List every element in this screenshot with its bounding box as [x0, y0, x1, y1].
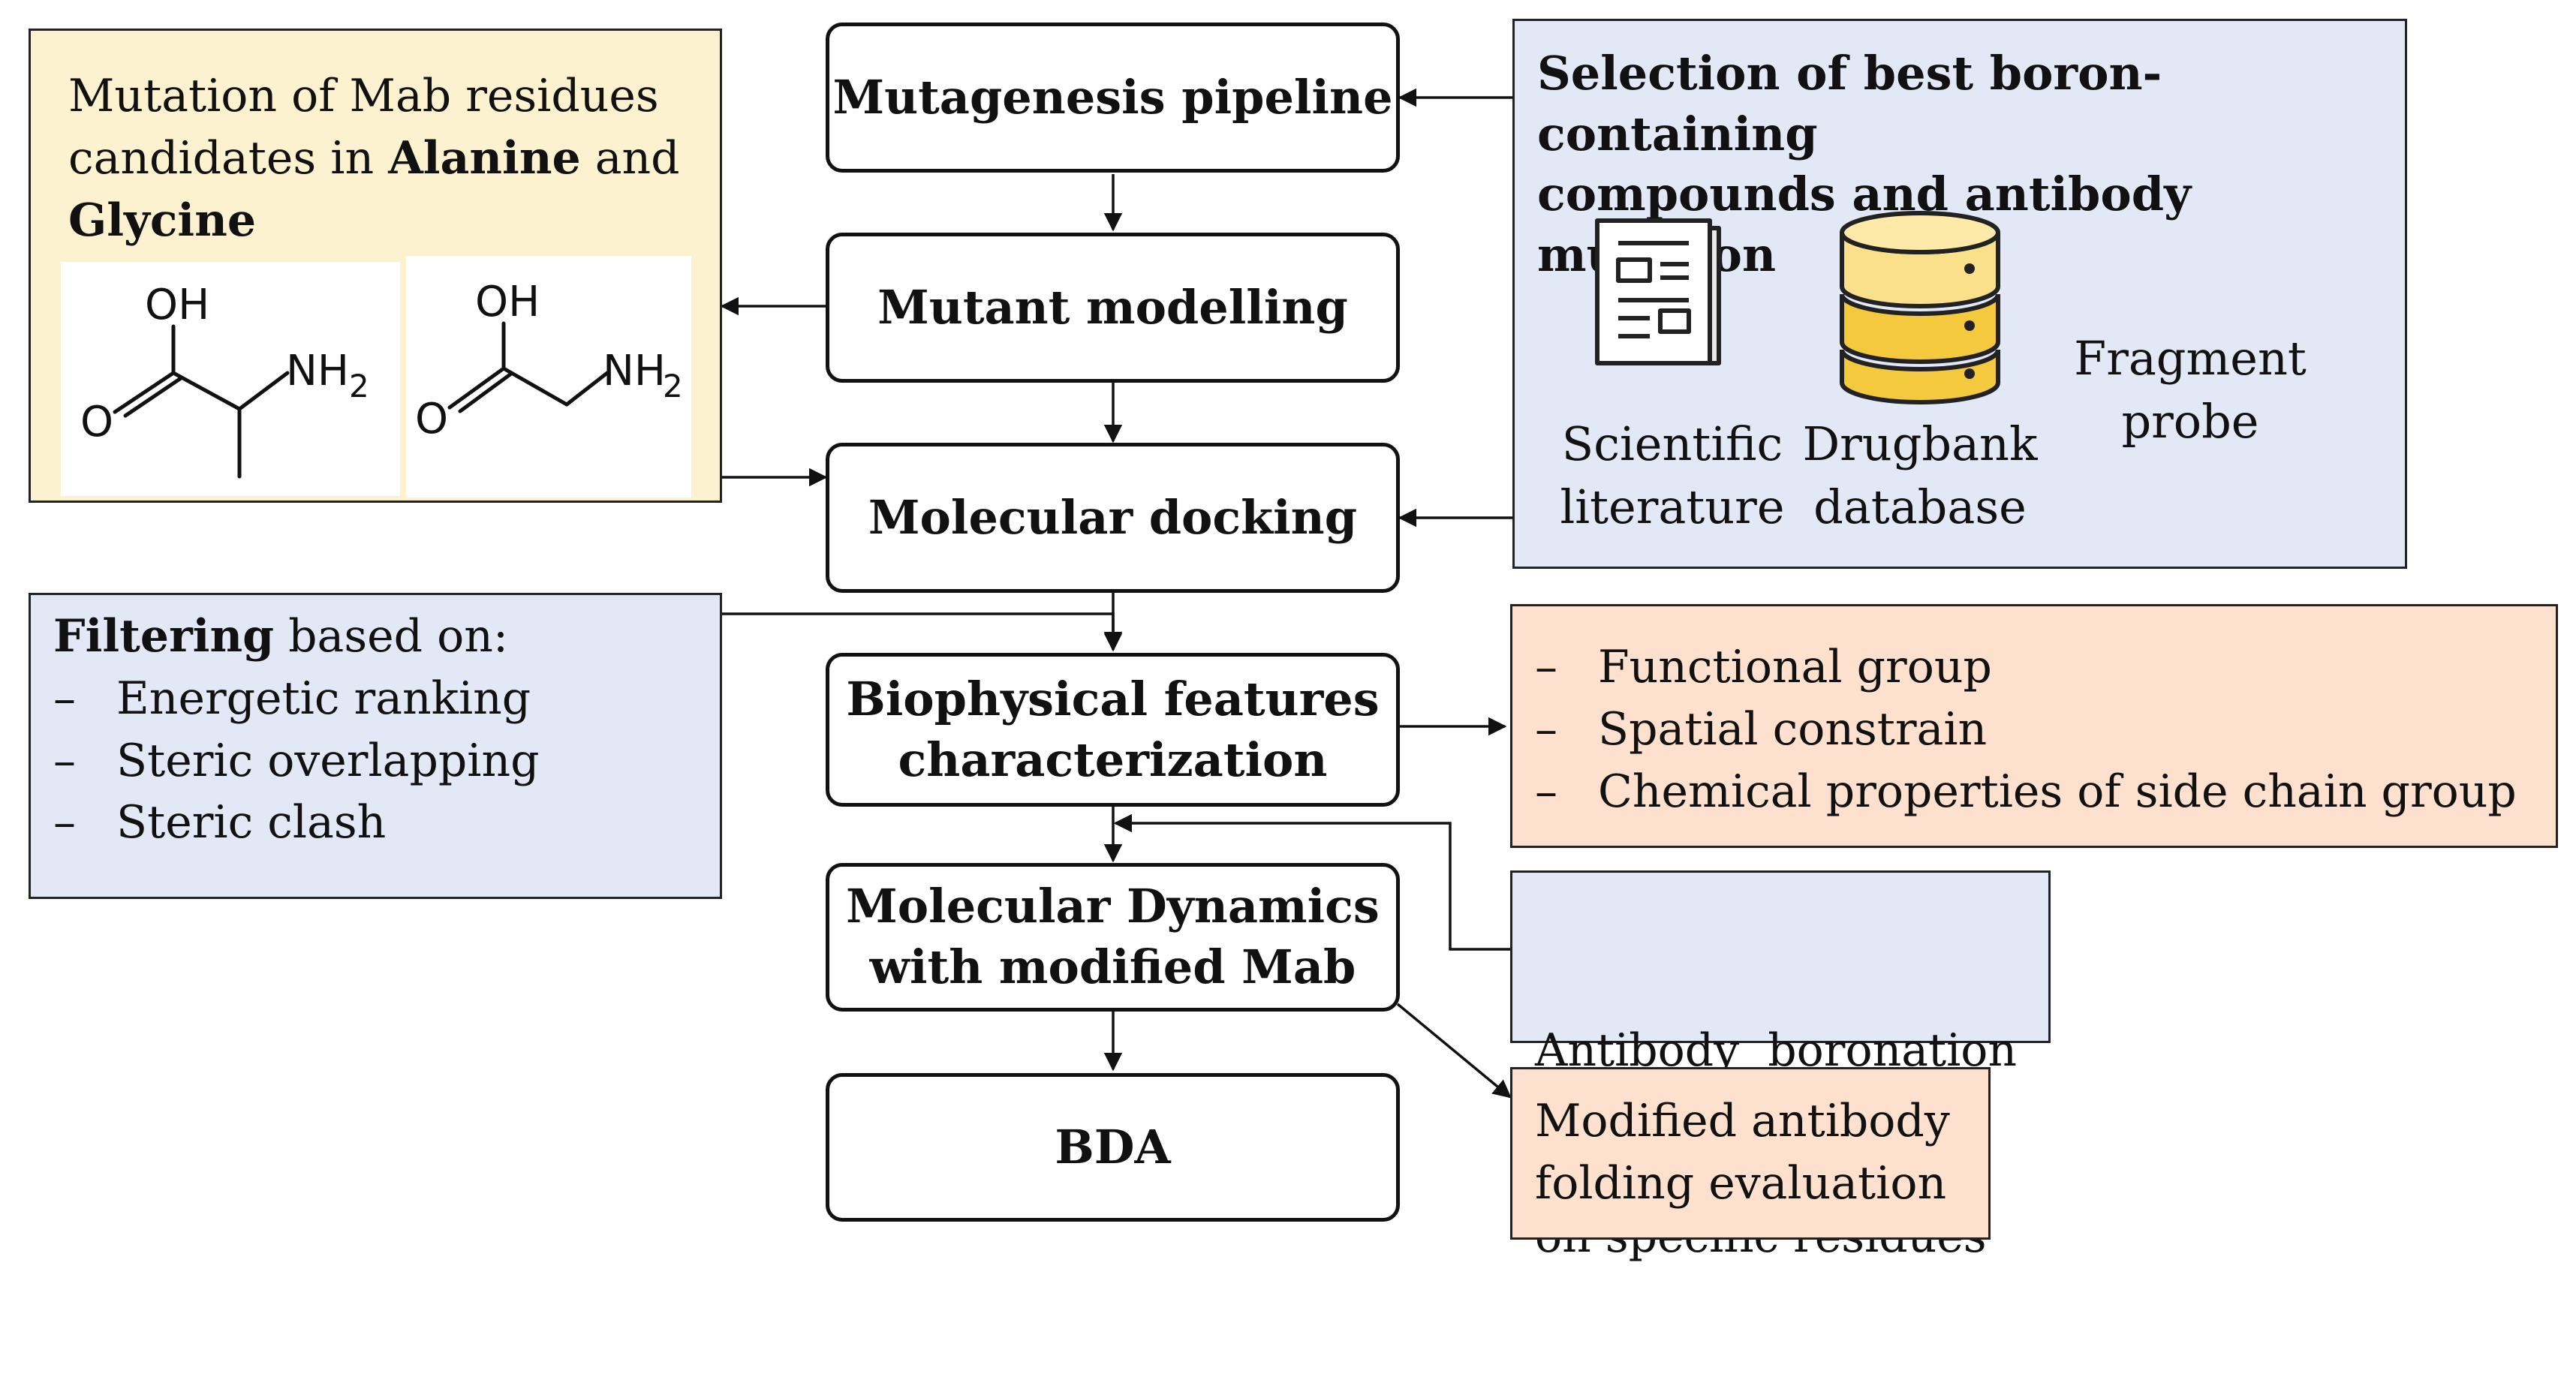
glycine-oh: OH	[475, 278, 540, 326]
mutation-box: Mutation of Mab residues candidates in A…	[29, 29, 722, 503]
glycine-structure: OH O NH 2	[406, 256, 691, 498]
alanine-nh: NH	[286, 347, 349, 395]
step-label: Mutant modelling	[877, 279, 1348, 335]
step-label-line1: Biophysical features	[846, 671, 1380, 726]
alanine-label: Alanine	[388, 131, 581, 185]
alanine-structure: OH O NH 2	[61, 262, 400, 496]
arrow-boronation-feedback	[1113, 813, 1510, 951]
features-list: Functional group Spatial constrain Chemi…	[1535, 636, 2556, 822]
svg-text:O: O	[80, 398, 113, 446]
step-label: BDA	[1055, 1119, 1171, 1174]
literature-label-line2: literature	[1560, 479, 1785, 534]
database-icon	[1840, 211, 2000, 404]
step-label-line2: characterization	[898, 732, 1328, 787]
step-label: Molecular docking	[868, 489, 1358, 545]
glycine-nh: NH	[603, 347, 666, 395]
boronation-box: Antibody boronation on specific residues	[1510, 870, 2051, 1263]
fragment-label-line2: probe	[2121, 393, 2259, 449]
filtering-list: Energetic ranking Steric overlapping Ste…	[53, 668, 714, 854]
list-item: Steric overlapping	[53, 730, 714, 792]
step-mutant-modelling: Mutant modelling	[826, 233, 1400, 383]
selection-box: Selection of best boron-containing compo…	[1512, 19, 2407, 569]
step-label-line2: with modified Mab	[869, 940, 1356, 994]
filtering-title: Filtering based on:	[53, 606, 714, 668]
list-item: Steric clash	[53, 792, 714, 854]
step-molecular-docking: Molecular docking	[826, 443, 1400, 593]
alanine-nh-sub: 2	[349, 368, 369, 404]
step-bda: BDA	[826, 1073, 1400, 1222]
newspaper-icon	[1595, 218, 1721, 365]
literature-label-line1: Scientific	[1561, 416, 1783, 471]
mutation-line-2: candidates in Alanine and	[68, 128, 714, 190]
literature-label: Scientific literature	[1560, 413, 1785, 538]
step-mutagenesis-pipeline: Mutagenesis pipeline	[826, 23, 1400, 173]
glycine-label: Glycine	[68, 194, 257, 247]
folding-line2: folding evaluation	[1535, 1156, 1947, 1210]
database-label-line2: database	[1813, 479, 2027, 534]
alanine-oh: OH	[145, 281, 209, 329]
fragment-probe-label: Fragment probe	[2070, 327, 2310, 452]
list-item: Functional group	[1535, 636, 2556, 699]
filtering-title-rest: based on:	[274, 610, 509, 663]
database-label-line1: Drugbank	[1802, 416, 2038, 471]
step-label: Mutagenesis pipeline	[832, 69, 1393, 125]
list-item: Energetic ranking	[53, 668, 714, 730]
mutation-box-text: Mutation of Mab residues candidates in A…	[68, 65, 714, 251]
list-item: Spatial constrain	[1535, 699, 2556, 761]
mutation-line-1: Mutation of Mab residues	[68, 70, 659, 122]
step-biophysical-characterization: Biophysical features characterization	[826, 653, 1400, 807]
folding-line1: Modified antibody	[1535, 1095, 1950, 1147]
selection-title-line1: Selection of best boron-containing	[1537, 46, 2162, 161]
filtering-box: Filtering based on: Energetic ranking St…	[29, 593, 722, 899]
folding-box: Modified antibody folding evaluation	[1510, 1067, 1991, 1240]
arrow-md-to-folding	[1396, 1003, 1512, 1099]
step-label-line1: Molecular Dynamics	[846, 879, 1380, 934]
mutation-line-2-text: candidates in	[68, 131, 389, 185]
glycine-nh-sub: 2	[663, 368, 683, 404]
database-label: Drugbank database	[1792, 413, 2048, 538]
features-box: Functional group Spatial constrain Chemi…	[1510, 604, 2558, 848]
mutation-line-2-and: and	[580, 131, 680, 185]
list-item: Chemical properties of side chain group	[1535, 761, 2556, 823]
step-molecular-dynamics: Molecular Dynamics with modified Mab	[826, 863, 1400, 1012]
arrow-filter-to-biophysical	[722, 612, 1123, 651]
filtering-title-bold: Filtering	[53, 610, 275, 663]
folding-text: Modified antibody folding evaluation	[1535, 1090, 1985, 1215]
svg-text:O: O	[415, 395, 448, 443]
fragment-label-line1: Fragment	[2074, 331, 2307, 386]
filtering-text: Filtering based on: Energetic ranking St…	[53, 606, 714, 854]
